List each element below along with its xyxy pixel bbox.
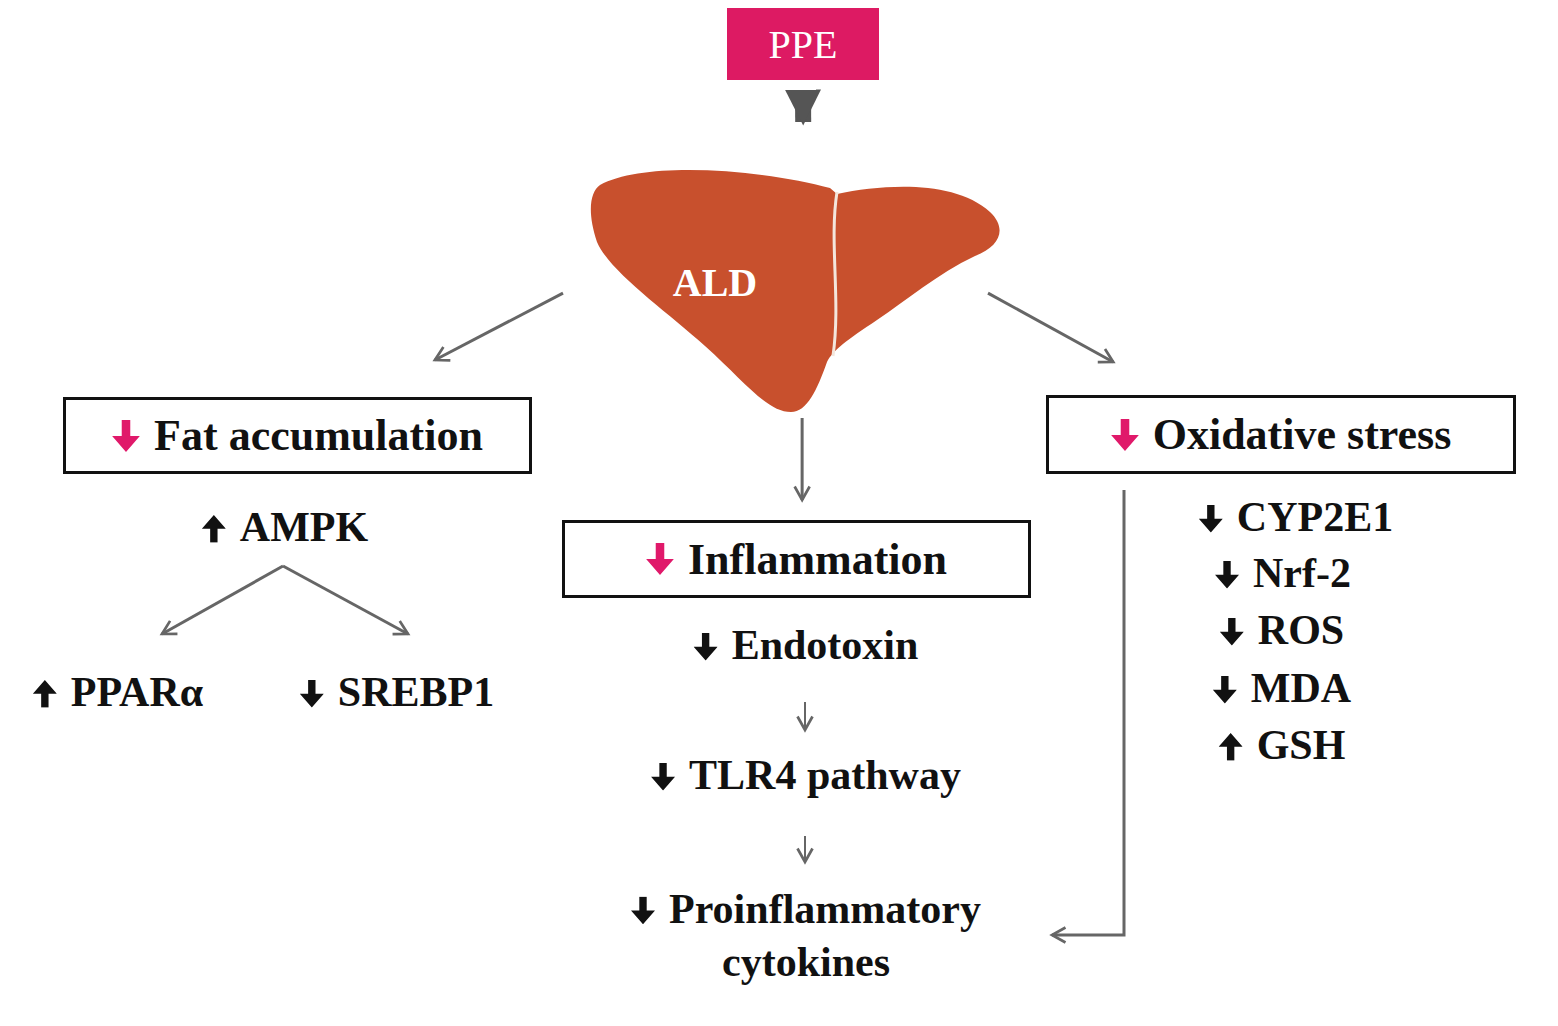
regulation-label: Nrf-2 <box>1253 550 1351 596</box>
layout-lines <box>162 490 1124 935</box>
step-arrow <box>804 836 806 862</box>
down-arrow-icon <box>1220 618 1244 646</box>
regulation-label: MDA <box>1251 665 1351 711</box>
marker-label: AMPK <box>202 501 368 554</box>
regulation-label: AMPK <box>240 504 368 550</box>
marker-label: GSH <box>1219 719 1346 772</box>
arrow-shape <box>646 543 674 575</box>
arrow-shape <box>1111 419 1139 451</box>
arrow-shape <box>1219 733 1243 761</box>
down-arrow-icon <box>300 680 324 708</box>
arrow-shape <box>300 680 324 708</box>
arrow-shape <box>651 763 675 791</box>
effect-label: Fat accumulation <box>154 410 483 461</box>
marker-label: Endotoxin <box>694 619 919 672</box>
effect-label: Inflammation <box>688 534 947 585</box>
box-content: Inflammation <box>646 534 947 585</box>
marker-label: MDA <box>1213 662 1351 715</box>
regulation-label: GSH <box>1257 722 1346 768</box>
down-arrow-icon <box>651 763 675 791</box>
regulation-label: PPARα <box>71 669 203 715</box>
effect-box: Inflammation <box>562 520 1031 598</box>
arrow-shape <box>1220 618 1244 646</box>
connector-arrow <box>435 293 563 360</box>
box-content: PPE <box>769 21 838 68</box>
step-arrow <box>804 702 806 730</box>
connector-arrow <box>801 418 804 500</box>
arrow-shape <box>1199 505 1223 533</box>
arrow-shape <box>202 515 226 543</box>
regulation-label: Proinflammatory cytokines <box>669 886 981 985</box>
branch-arrow <box>283 566 408 634</box>
arrow-shape <box>1215 561 1239 589</box>
up-arrow-icon <box>202 515 226 543</box>
marker-label: Nrf-2 <box>1215 547 1351 600</box>
down-arrow-icon <box>1199 505 1223 533</box>
marker-label: SREBP1 <box>300 666 494 719</box>
regulation-label: CYP2E1 <box>1237 494 1393 540</box>
marker-label: Proinflammatory cytokines <box>586 883 1026 988</box>
down-arrow-icon <box>646 543 674 575</box>
regulation-label: SREBP1 <box>338 669 494 715</box>
regulation-label: Endotoxin <box>732 622 919 668</box>
down-arrow-icon <box>1111 419 1139 451</box>
marker-label: PPARα <box>33 666 203 719</box>
down-arrow-icon <box>694 633 718 661</box>
down-arrow-icon <box>1213 676 1237 704</box>
elbow-arrow <box>1052 490 1124 935</box>
liver-organ: ALD <box>585 150 1005 415</box>
arrow-shape <box>112 420 140 452</box>
treatment-label: PPE <box>769 21 838 68</box>
organ-label: ALD <box>673 259 757 306</box>
arrow-shape <box>1213 676 1237 704</box>
arrow-shape <box>33 680 57 708</box>
effect-box: Oxidative stress <box>1046 395 1516 474</box>
arrow-shape <box>631 897 655 925</box>
treatment-box: PPE <box>727 8 879 80</box>
liver-shape <box>591 170 1000 412</box>
up-arrow-icon <box>33 680 57 708</box>
down-arrow-icon <box>1215 561 1239 589</box>
down-arrow-icon <box>112 420 140 452</box>
down-arrow-icon <box>631 897 655 925</box>
marker-label: CYP2E1 <box>1199 491 1393 544</box>
effect-box: Fat accumulation <box>63 397 532 474</box>
regulation-label: TLR4 pathway <box>689 752 961 798</box>
up-arrow-icon <box>1219 733 1243 761</box>
thick-arrow <box>795 94 811 122</box>
regulation-label: ROS <box>1258 607 1344 653</box>
branch-arrow <box>162 566 283 634</box>
marker-label: ROS <box>1220 604 1344 657</box>
box-content: Fat accumulation <box>112 410 483 461</box>
lobe-divider <box>833 192 837 356</box>
liver-illustration <box>585 150 1005 415</box>
arrow-shape <box>694 633 718 661</box>
marker-label: TLR4 pathway <box>651 749 961 802</box>
connector-arrow <box>988 293 1113 362</box>
box-content: Oxidative stress <box>1111 409 1452 460</box>
effect-label: Oxidative stress <box>1153 409 1452 460</box>
